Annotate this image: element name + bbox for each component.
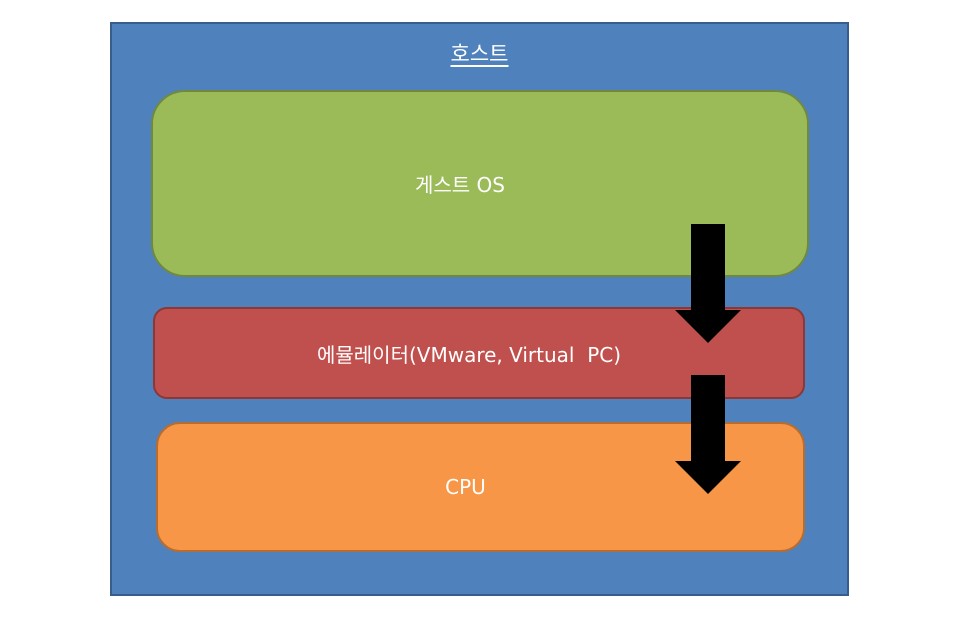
down-arrow-icon: [675, 224, 741, 343]
guest-os-label: 게스트 OS: [415, 173, 505, 197]
host-label: 호스트: [450, 42, 509, 66]
cpu-label: CPU: [445, 475, 486, 499]
arrow-guest-to-emulator: [675, 224, 741, 343]
emulator-label: 에뮬레이터(VMware, Virtual PC): [316, 342, 622, 367]
arrow-emulator-to-cpu: [675, 375, 741, 494]
down-arrow-icon: [675, 375, 741, 494]
